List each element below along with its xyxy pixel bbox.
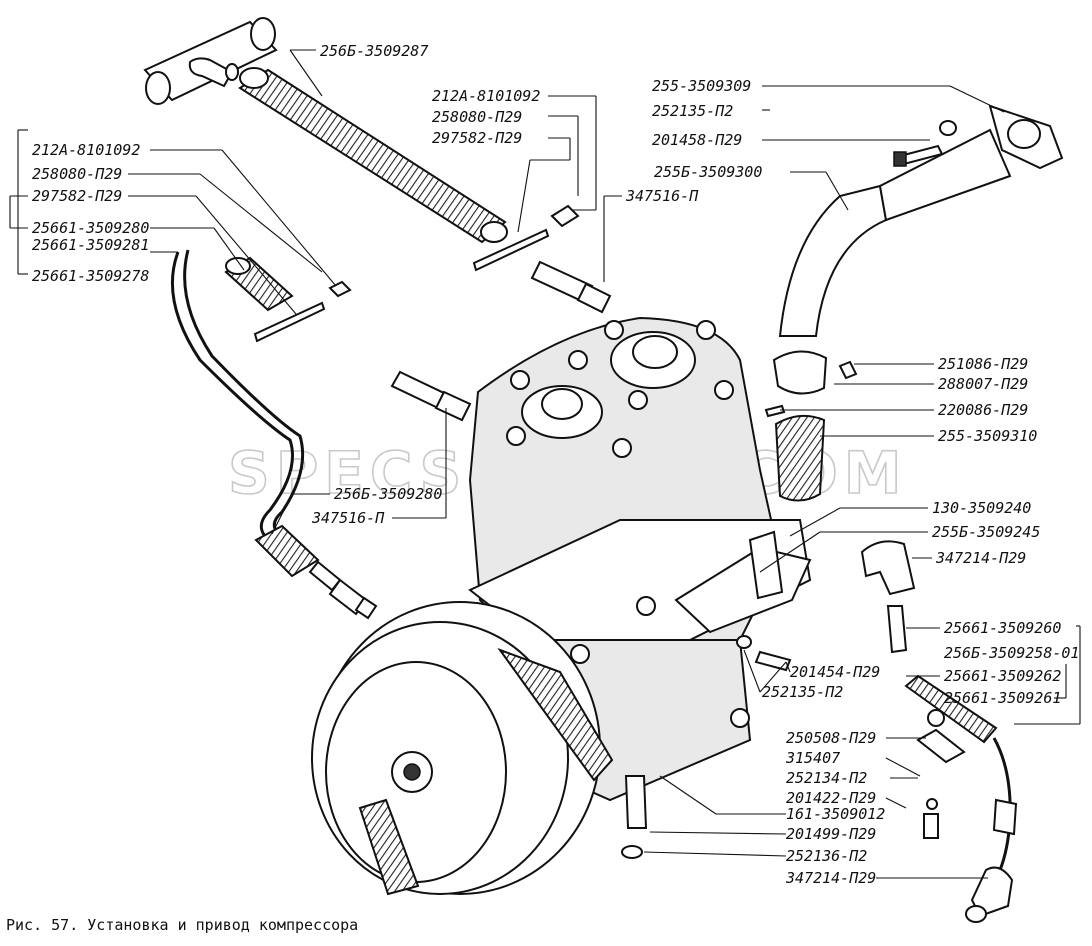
part-label-p13: 25661-3509280	[32, 219, 149, 237]
part-label-p23: 255Б-3509245	[932, 523, 1040, 541]
part-label-p12: 297582-П29	[32, 187, 122, 205]
part-label-p35: 161-3509012	[786, 805, 885, 823]
part-label-p1: 256Б-3509287	[320, 42, 428, 60]
part-label-p2: 212А-8101092	[432, 87, 540, 105]
drawing	[143, 17, 1064, 923]
part-label-p27: 25661-3509262	[944, 667, 1061, 685]
part-label-p21: 347516-П	[311, 509, 385, 527]
part-label-p25: 25661-3509260	[944, 619, 1061, 637]
compressor-body	[468, 316, 812, 802]
part-label-p14: 25661-3509281	[32, 236, 149, 254]
part-label-p15: 25661-3509278	[32, 267, 149, 285]
part-label-p26: 256Б-3509258-01	[944, 644, 1079, 662]
part-label-p36: 201499-П29	[786, 825, 876, 843]
part-label-p33: 252134-П2	[786, 769, 867, 787]
part-label-p4: 297582-П29	[432, 129, 522, 147]
part-label-p28: 25661-3509261	[944, 689, 1061, 707]
part-label-p31: 250508-П29	[786, 729, 876, 747]
part-label-p9: 347516-П	[625, 187, 699, 205]
part-label-p18: 220086-П29	[938, 401, 1028, 419]
part-label-p19: 255-3509310	[938, 427, 1037, 445]
part-label-p10: 212А-8101092	[32, 141, 140, 159]
part-label-p3: 258080-П29	[432, 108, 522, 126]
pulley	[311, 601, 601, 895]
part-label-p16: 251086-П29	[938, 355, 1028, 373]
part-label-p24: 347214-П29	[935, 549, 1026, 567]
part-label-p17: 288007-П29	[938, 375, 1028, 393]
part-label-p7: 201458-П29	[652, 131, 742, 149]
part-label-p22: 130-3509240	[932, 499, 1031, 517]
part-label-p11: 258080-П29	[32, 165, 122, 183]
part-label-p34: 201422-П29	[786, 789, 876, 807]
part-label-p37: 252136-П2	[786, 847, 867, 865]
leader-lines	[9, 49, 1081, 879]
part-label-p6: 252135-П2	[652, 102, 733, 120]
part-label-p5: 255-3509309	[652, 77, 751, 95]
tee-fitting	[143, 17, 278, 105]
part-label-p20: 256Б-3509280	[334, 485, 442, 503]
part-label-p38: 347214-П29	[785, 869, 876, 887]
part-label-p8: 255Б-3509300	[654, 163, 762, 181]
part-label-p30: 252135-П2	[762, 683, 843, 701]
part-label-p29: 201454-П29	[790, 663, 880, 681]
figure-caption: Рис. 57. Установка и привод компрессора	[6, 916, 358, 934]
part-labels: 256Б-3509287 212А-8101092 258080-П29 297…	[32, 42, 1079, 887]
part-label-p32: 315407	[785, 749, 840, 767]
